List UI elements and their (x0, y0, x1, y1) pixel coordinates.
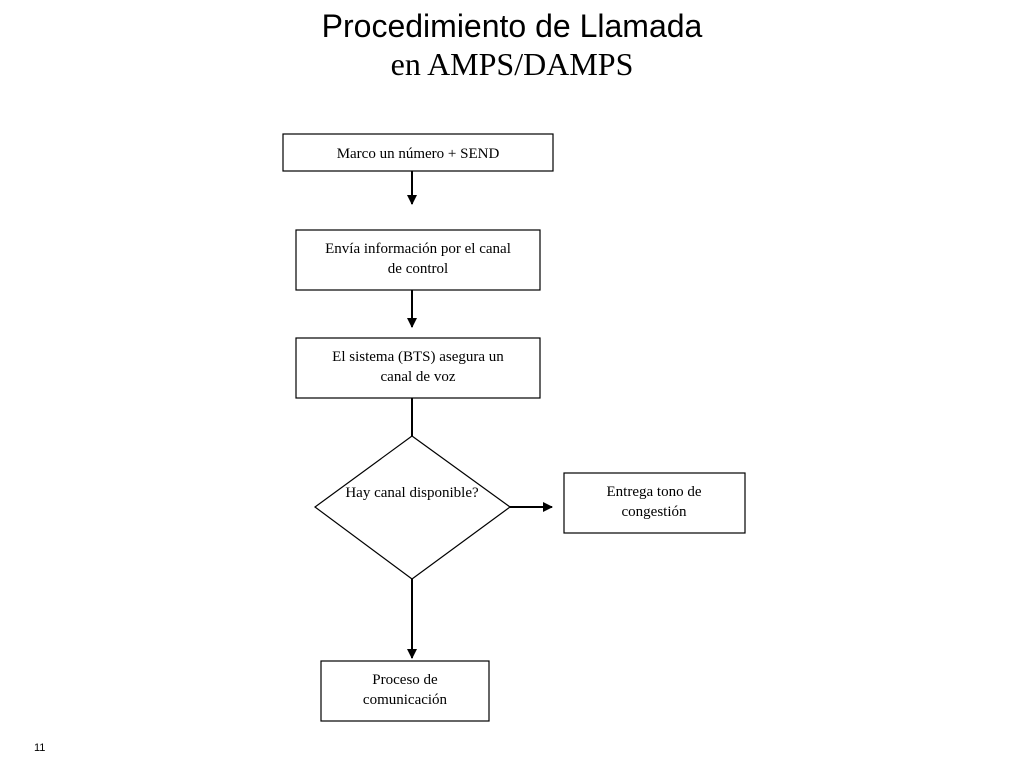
slide-title-line1: Procedimiento de Llamada (321, 8, 703, 44)
outcome-communication-process-box: Proceso de comunicación (320, 660, 490, 722)
step-dial-number-text: Marco un número + SEND (337, 146, 500, 162)
step-send-control-info-line1: Envía información por el canal (325, 241, 511, 257)
slide-page-number: 11 (34, 742, 46, 754)
outcome-congestion-tone-line1: Entrega tono de (607, 484, 702, 500)
decision-channel-available-text: Hay canal disponible? (345, 485, 479, 501)
step-assign-voice-channel-line2: canal de voz (381, 369, 456, 385)
decision-channel-available: Hay canal disponible? (313, 435, 512, 580)
outcome-congestion-tone-box: Entrega tono de congestión (563, 472, 746, 534)
step-dial-number-box: Marco un número + SEND (282, 133, 554, 172)
step-send-control-info-box: Envía información por el canal de contro… (295, 229, 541, 291)
outcome-communication-process-line2: comunicación (363, 692, 448, 708)
slide-title-line2: en AMPS/DAMPS (390, 46, 634, 82)
outcome-communication-process-line1: Proceso de (372, 672, 438, 688)
outcome-congestion-tone-line2: congestión (622, 504, 687, 520)
step-assign-voice-channel-box: El sistema (BTS) asegura un canal de voz (295, 337, 541, 399)
step-send-control-info-line2: de control (388, 261, 448, 277)
step-assign-voice-channel-line1: El sistema (BTS) asegura un (332, 349, 504, 365)
